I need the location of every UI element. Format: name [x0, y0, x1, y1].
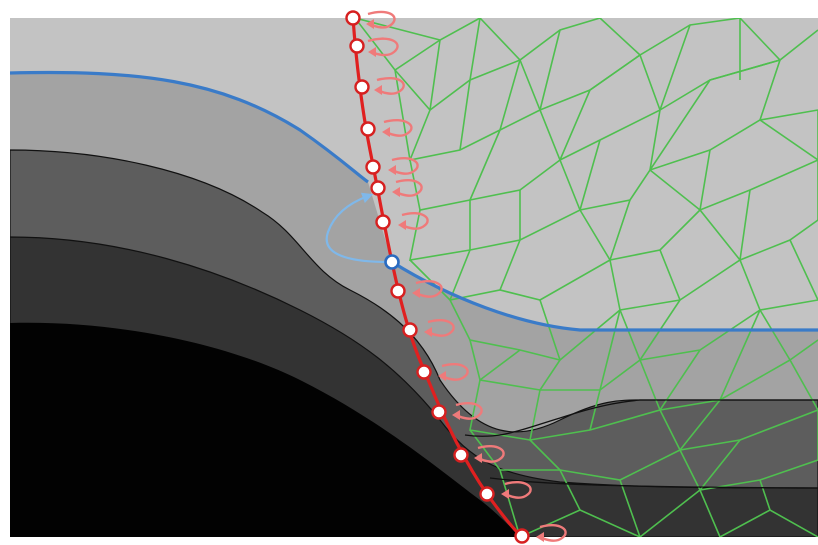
rotation-arrow-icon	[367, 37, 399, 57]
rotation-arrow-icon	[367, 10, 396, 29]
rotation-arrow-icon	[504, 481, 532, 499]
rotation-arrow-icon	[441, 363, 469, 381]
layer-stack	[10, 18, 818, 537]
cut-node	[354, 79, 370, 95]
rotation-arrow-icon	[539, 524, 567, 542]
cut-node	[349, 38, 365, 54]
cut-node	[365, 159, 381, 175]
rotation-arrows	[367, 10, 567, 542]
curved-arrow-icon	[325, 192, 389, 264]
cut-node	[431, 404, 447, 420]
cut-node	[453, 447, 469, 463]
rotation-arrow-icon	[383, 119, 413, 137]
cut-node	[370, 180, 386, 196]
rotation-arrow-icon	[455, 402, 483, 420]
rotation-arrowheads	[366, 19, 544, 542]
rotation-arrow-icon	[391, 157, 419, 175]
interface-line	[10, 70, 369, 184]
layer-bottom	[10, 322, 522, 537]
cut-node	[345, 10, 361, 26]
rotation-arrow-icon	[477, 445, 505, 463]
cut-node	[514, 528, 530, 544]
rotation-arrow-icon	[401, 212, 429, 230]
cut-nodes	[345, 10, 530, 544]
layer-boundary-lower-right	[489, 477, 818, 489]
interface-line-right	[391, 260, 818, 332]
cut-node	[375, 214, 391, 230]
interface-node	[384, 254, 400, 270]
triangle-mesh	[354, 18, 818, 537]
cut-node	[479, 486, 495, 502]
cut-node	[360, 121, 376, 137]
rotation-arrow-icon	[376, 77, 405, 95]
cut-node	[416, 364, 432, 380]
cut-node	[390, 283, 406, 299]
layer-boundary-right	[464, 399, 818, 437]
rotation-arrow-icon	[415, 280, 443, 298]
cut-node	[402, 322, 418, 338]
rotation-arrow-icon	[427, 319, 455, 337]
rotation-arrow-icon	[395, 179, 423, 197]
